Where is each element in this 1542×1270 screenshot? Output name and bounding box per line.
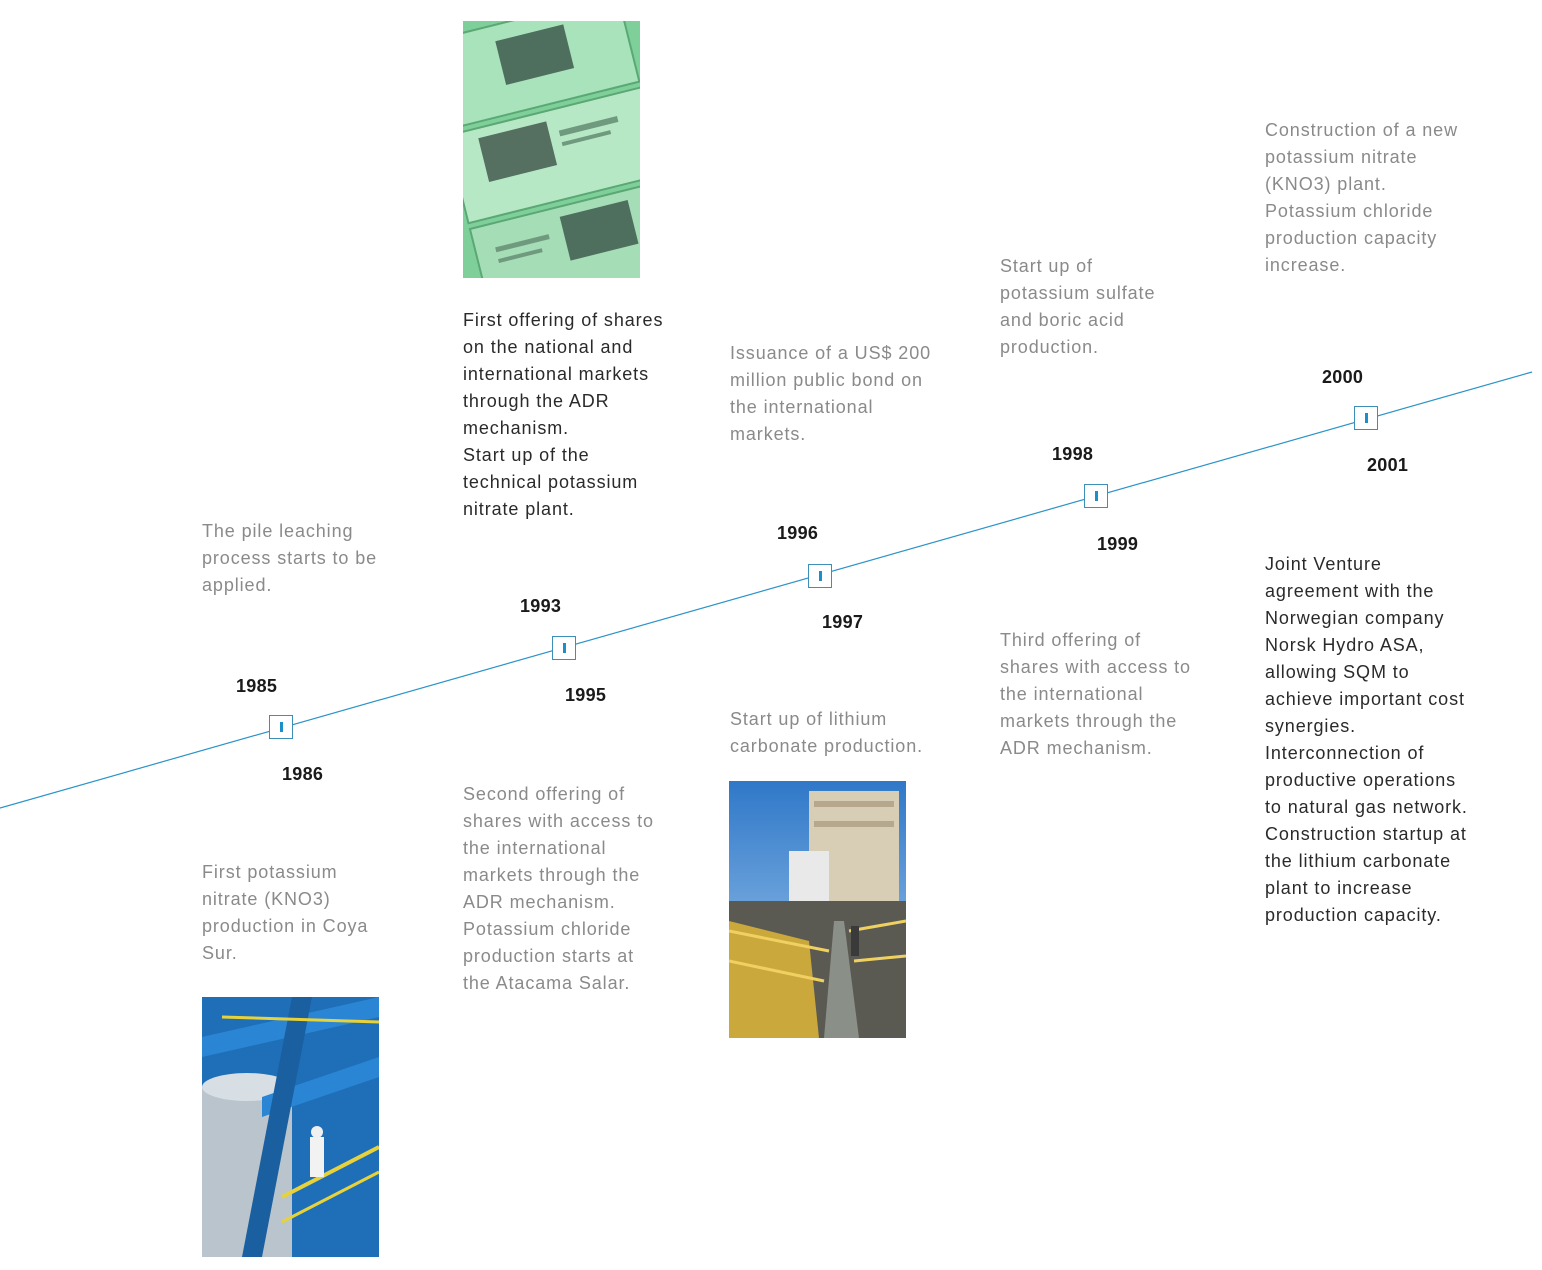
- timeline-marker-2000: [1354, 406, 1378, 430]
- year-1996: 1996: [777, 523, 819, 543]
- milestone-text-1999: Third offering of shares with access to …: [1000, 630, 1191, 758]
- coya-sur-plant-photo: [202, 997, 379, 1257]
- milestone-text-1993: First offering of shares on the national…: [463, 310, 664, 519]
- milestone-text-1997: Start up of lithium carbonate production…: [730, 709, 924, 756]
- year-1998: 1998: [1052, 444, 1094, 464]
- timeline-marker-1998: [1084, 484, 1108, 508]
- year-2001: 2001: [1367, 455, 1409, 475]
- year-1995: 1995: [565, 685, 607, 705]
- milestone-text-2000: Construction of a new potassium nitrate …: [1265, 120, 1458, 275]
- year-1985: 1985: [236, 676, 278, 696]
- year-1986: 1986: [282, 764, 324, 784]
- milestone-text-1985: The pile leaching process starts to be a…: [202, 521, 378, 595]
- year-1993: 1993: [520, 596, 562, 616]
- milestone-text-1986: First potassium nitrate (KNO3) productio…: [202, 862, 369, 963]
- year-1997: 1997: [822, 612, 864, 632]
- timeline-marker-1985: [269, 715, 293, 739]
- milestone-text-1998: Start up of potassium sulfate and boric …: [1000, 256, 1156, 357]
- milestone-text-2001: Joint Venture agreement with the Norwegi…: [1265, 554, 1468, 925]
- share-certificates-photo: [463, 21, 640, 278]
- milestone-text-1995: Second offering of shares with access to…: [463, 784, 654, 993]
- milestone-text-1996: Issuance of a US$ 200 million public bon…: [730, 343, 932, 444]
- year-1999: 1999: [1097, 534, 1139, 554]
- year-2000: 2000: [1322, 367, 1364, 387]
- timeline-marker-1996: [808, 564, 832, 588]
- timeline-marker-1993: [552, 636, 576, 660]
- lithium-plant-photo: [729, 781, 906, 1038]
